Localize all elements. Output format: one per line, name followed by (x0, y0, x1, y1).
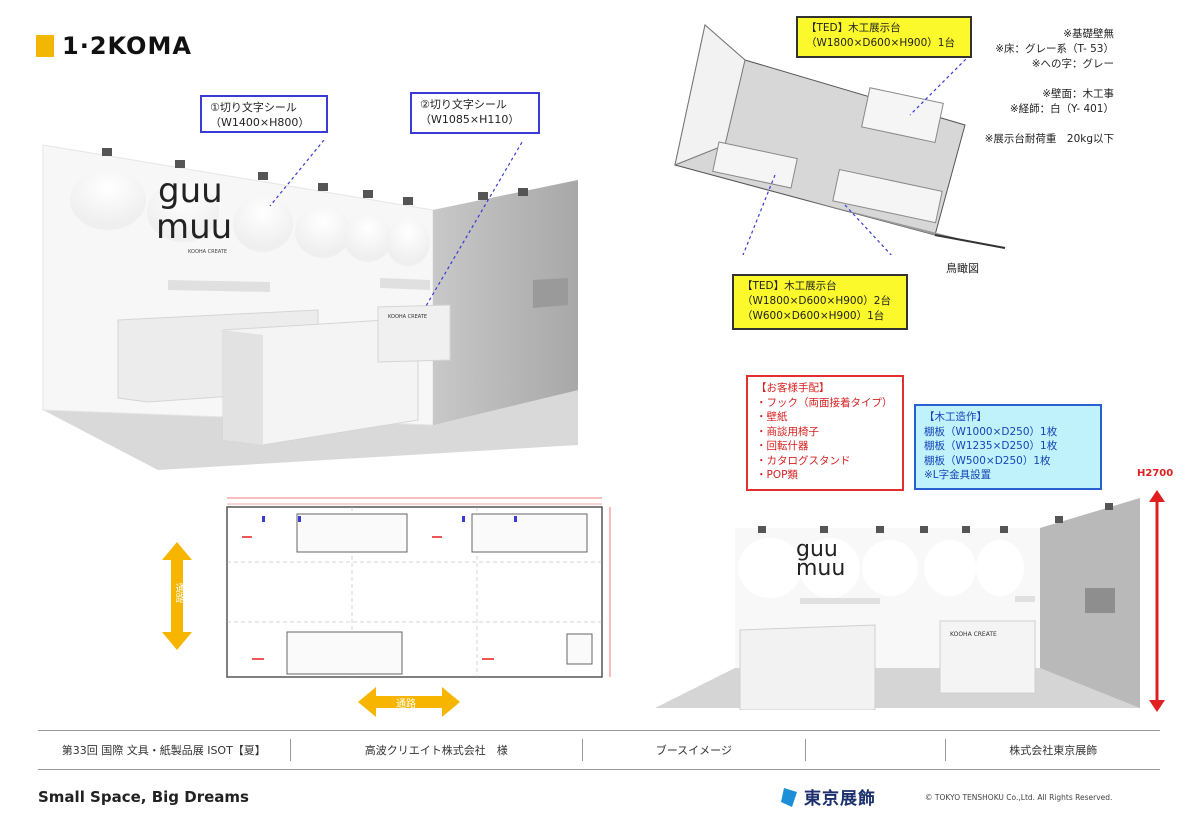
woodwork-title: 【木工造作】 (924, 411, 987, 423)
footer-tagline: Small Space, Big Dreams (38, 788, 249, 806)
ted-bottom-callout: 【TED】木工展示台 （W1800×D600×H900）2台 （W600×D60… (732, 274, 908, 330)
aisle-arrow-horizontal (358, 687, 460, 717)
sticker2-title: ②切り文字シール (420, 98, 507, 111)
booth-perspective-front: guu muu KOOHA CREATE (655, 498, 1140, 710)
aisle-label-horizontal: 通路 (396, 699, 416, 710)
brand-name: 東京展飾 (804, 789, 876, 809)
info-cell-client: 高波クリエイト株式会社 様 (291, 739, 584, 761)
note-line: ※への字：グレー (1031, 58, 1114, 70)
info-cell-title: ブースイメージ (583, 739, 806, 761)
ted-top-title: 【TED】木工展示台 (806, 22, 901, 34)
note-line (985, 117, 1114, 132)
customer-arrange-item: ・フック（両面接着タイプ） (756, 396, 893, 409)
ted-bottom-title: 【TED】木工展示台 (742, 280, 837, 292)
note-line (985, 72, 1114, 87)
sticker1-title: ①切り文字シール (210, 101, 297, 114)
woodwork-item: 棚板（W1000×D250）1枚 (924, 425, 1058, 438)
woodwork-box: 【木工造作】 棚板（W1000×D250）1枚 棚板（W1235×D250）1枚… (914, 404, 1102, 490)
ted-top-size: （W1800×D600×H900）1台 (806, 37, 955, 49)
customer-arrange-item: ・壁紙 (756, 411, 788, 423)
ted-top-callout: 【TED】木工展示台 （W1800×D600×H900）1台 (796, 16, 972, 58)
aisle-arrow-vertical (162, 542, 192, 650)
customer-arrange-title: 【お客様手配】 (756, 382, 830, 394)
note-line: ※床：グレー系（T- 53） (995, 43, 1114, 55)
info-cell-company: 株式会社東京展飾 (1009, 744, 1098, 757)
info-cell-blank (806, 739, 947, 761)
spotlights (102, 148, 528, 205)
sticker1-callout: ①切り文字シール （W1400×H800） (200, 95, 328, 133)
customer-arrange-box: 【お客様手配】 ・フック（両面接着タイプ） ・壁紙 ・商談用椅子 ・回転什器 ・… (746, 375, 904, 491)
aisle-label-vertical: 通路 (173, 583, 184, 603)
counter-label: KOOHA CREATE (388, 314, 427, 320)
customer-arrange-item: ・カタログスタンド (756, 454, 851, 467)
copyright: © TOKYO TENSHOKU Co.,Ltd. All Rights Res… (925, 793, 1113, 802)
ted-bottom-size2: （W600×D600×H900）1台 (742, 310, 885, 322)
spec-notes: ※基礎壁無 ※床：グレー系（T- 53） ※への字：グレー ※壁面：木工事 ※経… (985, 27, 1114, 147)
note-line: ※基礎壁無 (1063, 28, 1114, 40)
booth-brand-line1: guu (158, 171, 223, 211)
sticker2-size: （W1085×H110） (420, 113, 520, 126)
title-block-row: 第33回 国際 文具・紙製品展 ISOT【夏】 高波クリエイト株式会社 様 ブー… (38, 730, 1160, 770)
note-line: ※壁面：木工事 (1042, 88, 1114, 100)
booth-brand-sub: KOOHA CREATE (188, 249, 227, 255)
front-brand-line1: guu (796, 537, 838, 562)
birdseye-view (674, 24, 1006, 255)
note-line: ※展示台耐荷重 20kg以下 (984, 133, 1114, 145)
woodwork-item: ※L字金具設置 (924, 469, 992, 481)
ted-bottom-size1: （W1800×D600×H900）2台 (742, 295, 891, 307)
booth-perspective-main: guu muu KOOHA CREATE KOOHA CREATE (42, 140, 578, 470)
front-brand-line2: muu (796, 556, 845, 581)
woodwork-item: 棚板（W1235×D250）1枚 (924, 440, 1058, 452)
customer-arrange-item: ・POP類 (756, 469, 798, 481)
front-counter-label: KOOHA CREATE (950, 631, 997, 638)
customer-arrange-item: ・商談用椅子 (756, 425, 819, 438)
info-cell-event: 第33回 国際 文具・紙製品展 ISOT【夏】 (38, 739, 291, 761)
booth-brand-line2: muu (156, 207, 232, 247)
birdseye-caption: 鳥瞰図 (946, 262, 979, 275)
footer-brand: 東京展飾 (780, 784, 876, 809)
logo-text: 1·2KOMA (62, 32, 192, 60)
sticker2-callout: ②切り文字シール （W1085×H110） (410, 92, 540, 134)
woodwork-item: 棚板（W500×D250）1枚 (924, 454, 1051, 467)
brand-logo-icon (781, 787, 797, 807)
logo-mark (36, 35, 54, 57)
note-line: ※経師：白（Y- 401） (1009, 103, 1114, 115)
customer-arrange-item: ・回転什器 (756, 440, 809, 452)
height-dimension-arrow (1149, 490, 1165, 712)
sticker1-size: （W1400×H800） (210, 116, 310, 129)
company-logo: 1·2KOMA (36, 32, 192, 60)
floor-plan (226, 497, 611, 678)
height-label: H2700 (1137, 468, 1174, 479)
